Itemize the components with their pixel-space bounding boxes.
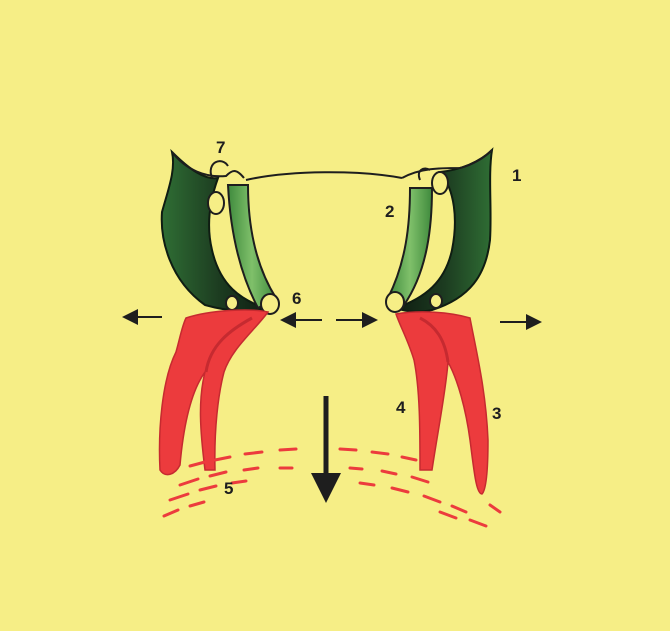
left-inner-band	[228, 185, 276, 308]
label-7: 7	[216, 138, 225, 157]
label-3: 3	[492, 404, 501, 423]
left-upper-nodule	[208, 192, 224, 214]
label-5: 5	[224, 479, 233, 498]
label-1: 1	[512, 166, 521, 185]
dashed-fibers	[164, 449, 500, 526]
label-4: 4	[396, 398, 406, 417]
right-upper-nodule	[432, 172, 448, 194]
upper-membrane	[246, 172, 402, 180]
right-process-knob	[386, 292, 404, 312]
left-muscle	[160, 310, 268, 475]
right-inner-band	[388, 188, 432, 305]
label-6: 6	[292, 289, 301, 308]
right-lower-nodule	[430, 294, 442, 308]
label-2: 2	[385, 202, 394, 221]
left-lower-nodule	[226, 296, 238, 310]
